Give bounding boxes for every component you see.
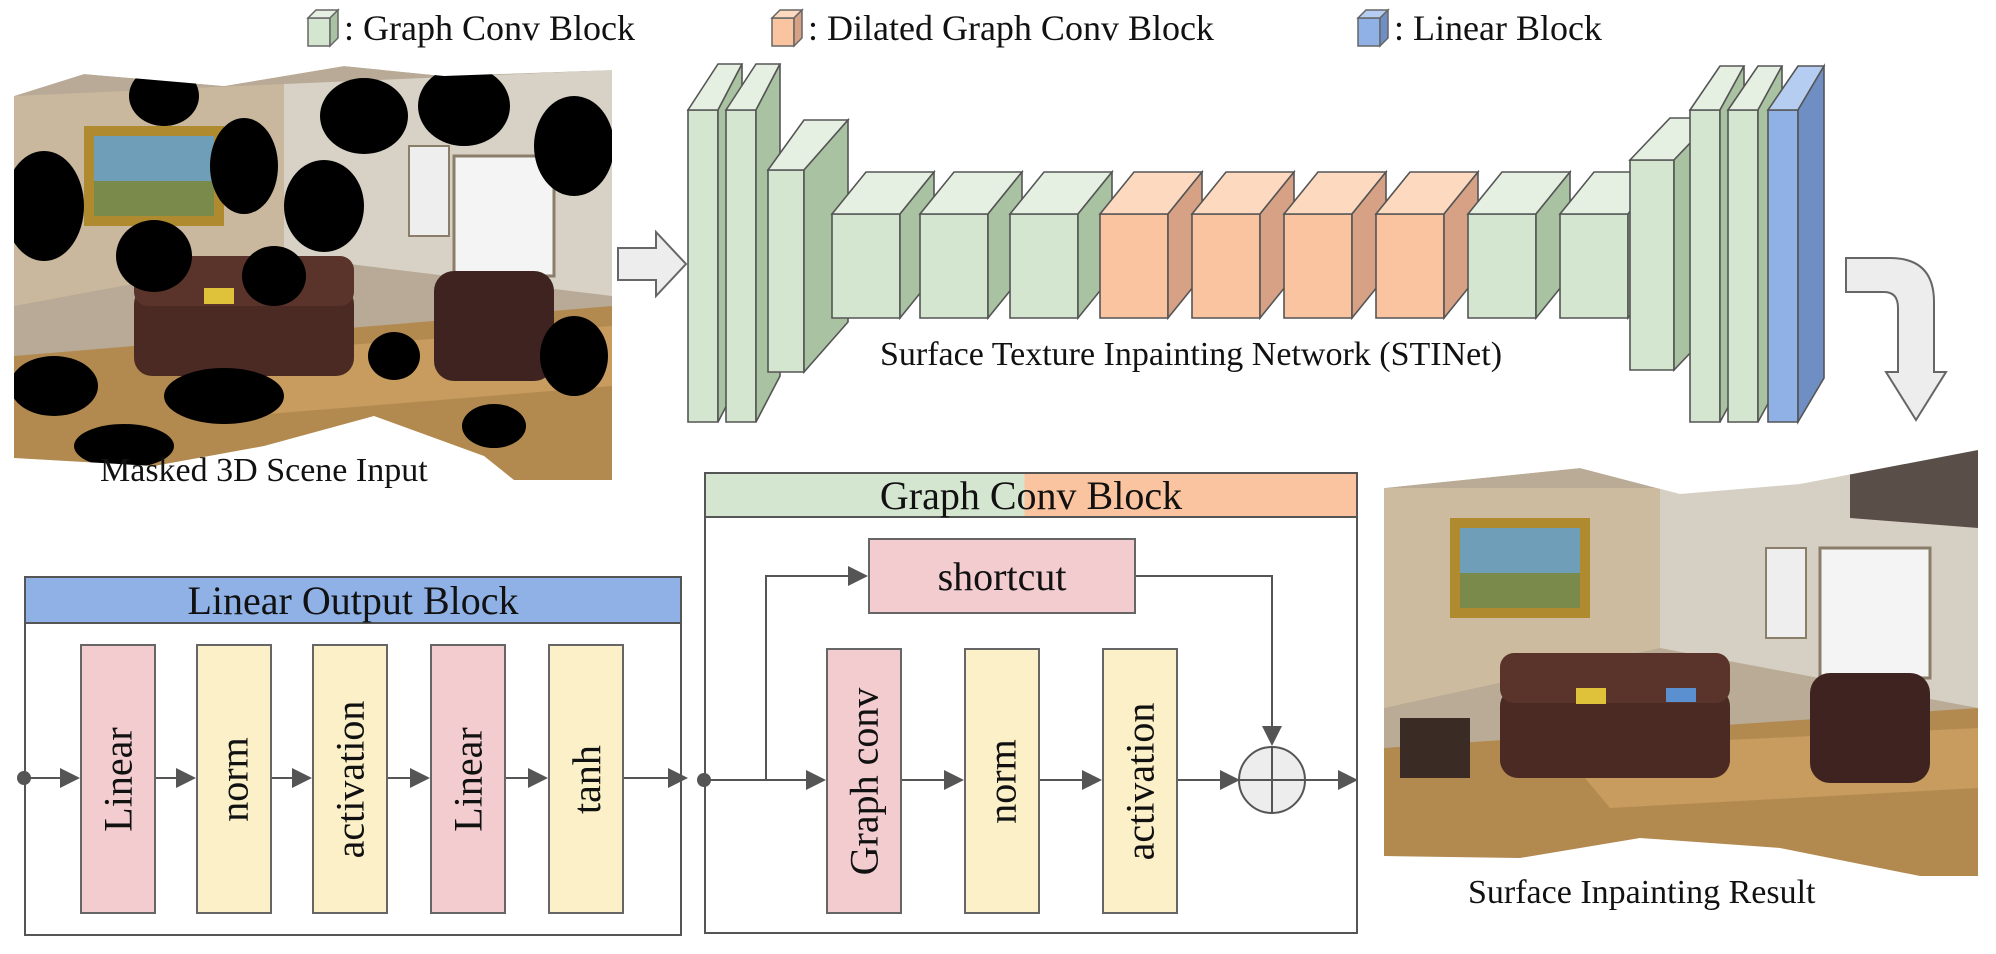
- legend-graph-conv: : Graph Conv Block: [306, 4, 635, 52]
- dilated-block-2: [1190, 169, 1296, 321]
- mid-block-3: [1008, 169, 1114, 321]
- legend-linear: : Linear Block: [1356, 4, 1602, 52]
- graph-conv-layer: Graph conv: [826, 648, 902, 914]
- legend-dilated: : Dilated Graph Conv Block: [770, 4, 1214, 52]
- network-caption: Surface Texture Inpainting Network (STIN…: [880, 336, 1503, 373]
- graph-conv-block-title-bar: Graph Conv Block: [704, 472, 1358, 518]
- stinet-network: [686, 63, 1826, 425]
- dilated-block-4: [1374, 169, 1480, 321]
- legend-linear-label: : Linear Block: [1394, 8, 1602, 48]
- dilated-block-1: [1098, 169, 1204, 321]
- masked-scene-image: [14, 56, 612, 480]
- shortcut-box: shortcut: [868, 538, 1136, 614]
- legend-graph-conv-label: : Graph Conv Block: [344, 8, 635, 48]
- orange-cube-icon: [770, 8, 804, 48]
- gc-activation-layer: activation: [1102, 648, 1178, 914]
- norm-layer: norm: [196, 644, 272, 914]
- linear-layer-2: Linear: [430, 644, 506, 914]
- linear-output-block-title: Linear Output Block: [24, 576, 682, 624]
- mid-block-4: [1466, 169, 1572, 321]
- right-arrow-icon: [617, 230, 688, 298]
- blue-cube-icon: [1356, 8, 1390, 48]
- legend-dilated-label: : Dilated Graph Conv Block: [808, 8, 1214, 48]
- gc-norm-layer: norm: [964, 648, 1040, 914]
- result-caption: Surface Inpainting Result: [1468, 874, 1816, 911]
- activation-layer: activation: [312, 644, 388, 914]
- mid-block-2: [918, 169, 1024, 321]
- tanh-layer: tanh: [548, 644, 624, 914]
- green-cube-icon: [306, 8, 340, 48]
- turn-down-arrow-icon: [1845, 257, 1948, 422]
- linear-layer-1: Linear: [80, 644, 156, 914]
- result-scene-image: [1380, 448, 1978, 876]
- linear-output-cube: [1766, 63, 1826, 425]
- input-caption: Masked 3D Scene Input: [100, 452, 428, 489]
- graph-conv-block-title: Graph Conv Block: [879, 472, 1183, 518]
- dilated-block-3: [1282, 169, 1388, 321]
- mid-block-1: [830, 169, 936, 321]
